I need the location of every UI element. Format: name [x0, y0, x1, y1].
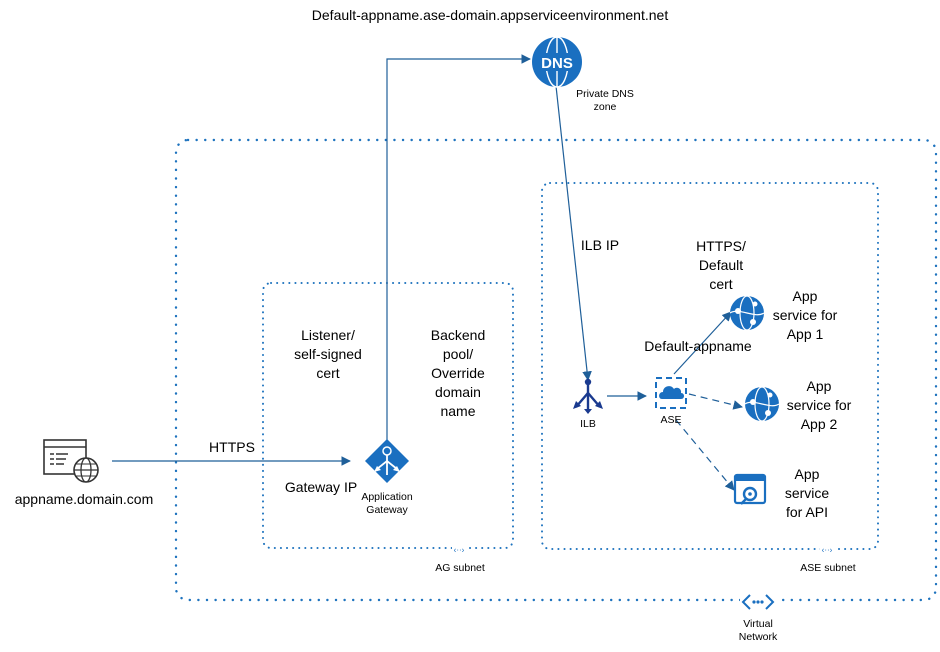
- app-gateway-label: Application Gateway: [346, 491, 428, 517]
- ase-to-app1-connector: [673, 311, 732, 375]
- svg-text:‹··›: ‹··›: [822, 546, 833, 555]
- dns-hostname-title: Default-appname.ase-domain.appserviceenv…: [311, 7, 669, 23]
- app1-line1: App: [792, 288, 818, 304]
- ase-subnet-label: ASE subnet: [800, 562, 856, 574]
- ilb-label: ILB: [580, 418, 596, 430]
- api-app-line1: App: [794, 466, 820, 482]
- app1-label: App service for App 1: [768, 287, 842, 344]
- ilb-ip-label: ILB IP: [580, 237, 620, 253]
- listener-line2: self-signed: [294, 346, 362, 362]
- api-app-line2: service: [784, 485, 830, 501]
- vnet-line1: Virtual: [743, 618, 773, 630]
- api-app-line3: for API: [785, 504, 829, 520]
- listener-line3: cert: [316, 365, 340, 381]
- app1-line2: service for: [772, 307, 838, 323]
- backend-line4: domain: [435, 384, 481, 400]
- default-appname-label: Default-appname: [644, 338, 752, 354]
- https-default-cert-line2: Default: [698, 257, 744, 273]
- listener-line1: Listener/: [301, 327, 355, 343]
- dns-zone-label: Private DNS zone: [560, 88, 650, 114]
- gateway-to-dns-connector: [386, 54, 531, 440]
- ase-subnet-icon: ‹··›: [820, 544, 834, 555]
- ase-cloud-icon: [655, 377, 687, 409]
- ag-subnet-boundary: [262, 282, 514, 549]
- virtual-network-boundary: [174, 138, 938, 602]
- ase-to-api-connector: [675, 419, 735, 491]
- backend-line5: name: [440, 403, 476, 419]
- app2-line1: App: [806, 378, 832, 394]
- ag-subnet-icon: ‹··›: [452, 544, 466, 555]
- ase-to-app2-connector: [688, 393, 743, 410]
- backend-line3: Override: [431, 365, 485, 381]
- ase-label: ASE: [660, 414, 682, 426]
- api-app-icon: [733, 473, 767, 505]
- dns-to-ilb-connector: [555, 85, 592, 381]
- connectors: [112, 54, 743, 491]
- api-app-label: App service for API: [776, 465, 838, 522]
- app2-label: App service for App 2: [782, 377, 856, 434]
- vnet-line2: Network: [738, 631, 778, 643]
- dns-zone-label-line1: Private DNS: [576, 88, 634, 100]
- client-label: appname.domain.com: [14, 491, 154, 507]
- dns-zone-label-line2: zone: [593, 101, 617, 113]
- app-gateway-label-line1: Application: [361, 491, 413, 503]
- https-default-cert-line1: HTTPS/: [696, 238, 746, 254]
- https-default-cert-label: HTTPS/ Default cert: [676, 237, 766, 294]
- gateway-ip-label: Gateway IP: [284, 479, 358, 495]
- ag-subnet-label: AG subnet: [435, 562, 485, 574]
- app2-line2: service for: [786, 397, 852, 413]
- https-default-cert-line3: cert: [709, 276, 733, 292]
- svg-text:‹··›: ‹··›: [454, 546, 465, 555]
- browser-globe-icon: [43, 439, 99, 483]
- vnet-label: Virtual Network: [718, 618, 798, 644]
- app-gateway-label-line2: Gateway: [366, 504, 408, 516]
- app1-line3: App 1: [786, 326, 824, 342]
- application-gateway-icon: [365, 439, 409, 483]
- app-service-1-icon: [729, 295, 765, 331]
- app-service-2-icon: [744, 386, 780, 422]
- backend-label: Backend pool/ Override domain name: [410, 326, 506, 421]
- backend-line1: Backend: [430, 327, 486, 343]
- load-balancer-icon: [573, 378, 603, 414]
- vnet-icon: [740, 592, 776, 612]
- dns-icon-text: DNS: [541, 55, 573, 72]
- listener-label: Listener/ self-signed cert: [280, 326, 376, 383]
- dns-globe-icon: DNS: [532, 36, 582, 88]
- backend-line2: pool/: [442, 346, 474, 362]
- app2-line3: App 2: [800, 416, 838, 432]
- https-label: HTTPS: [209, 439, 255, 455]
- ase-subnet-boundary: [541, 182, 879, 550]
